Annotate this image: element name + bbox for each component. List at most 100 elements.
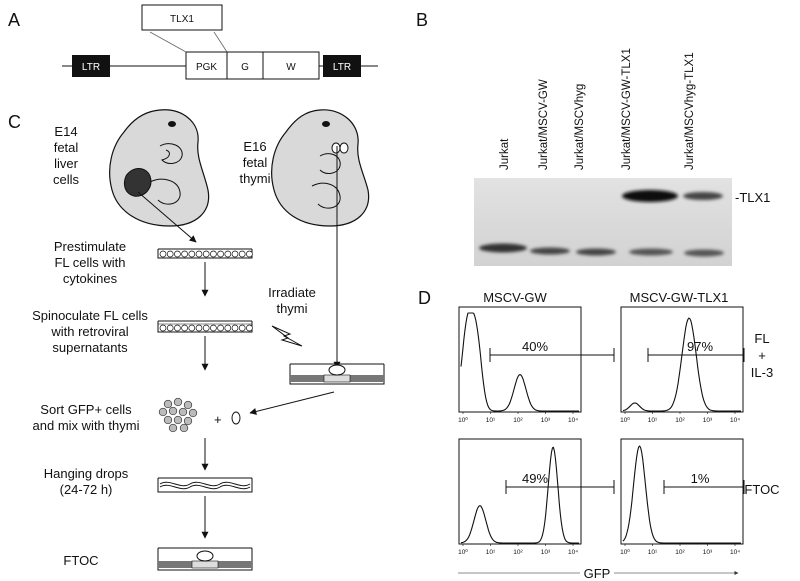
loading-band-lane5 <box>684 249 724 257</box>
lane-label: Jurkat/MSCVhyg-TLX1 <box>684 52 696 170</box>
axis-tick-label: 10⁰ <box>620 416 630 424</box>
loading-band-lane2 <box>530 247 570 255</box>
panel-d-label: D <box>418 288 431 308</box>
axis-tick-label: 10⁴ <box>568 549 578 556</box>
column-label-mscv-gw: MSCV-GW <box>483 290 547 305</box>
tlx1-insert-box: TLX1 <box>141 4 223 31</box>
plus-sign: + <box>214 412 222 427</box>
ltr-right-label: LTR <box>333 62 351 73</box>
axis-tick-label: 10⁴ <box>568 417 578 424</box>
g-label: G <box>241 62 249 73</box>
gate-percentage: 49% <box>522 471 548 486</box>
e14-label: E14 fetal liver cells <box>53 124 80 187</box>
loading-band-lane4 <box>629 248 673 256</box>
lightning-icon <box>271 325 303 347</box>
flow-histogram: 1% 10⁰ 10¹ 10² 10³ 10⁴ <box>620 438 745 556</box>
g-box: G <box>226 51 264 80</box>
w-box: W <box>262 51 320 80</box>
arrow-thymi-to-mix <box>249 391 335 415</box>
svg-text:Prestimulate: Prestimulate <box>54 239 126 254</box>
band-label-tlx1: -TLX1 <box>735 190 770 205</box>
ftoc-dish <box>157 547 253 571</box>
step4-label: Hanging drops (24-72 h) <box>44 466 129 497</box>
e14-embryo-illustration <box>109 109 210 227</box>
lane-label: Jurkat <box>499 138 511 170</box>
svg-text:with retroviral: with retroviral <box>50 324 128 339</box>
svg-text:thymi: thymi <box>276 301 307 316</box>
axis-tick-label: 10⁰ <box>458 548 468 556</box>
svg-text:(24-72 h): (24-72 h) <box>60 482 113 497</box>
tlx1-insert-label: TLX1 <box>170 14 194 25</box>
gate-percentage: 97% <box>687 339 713 354</box>
flow-histogram: 97% 10⁰ 10¹ 10² 10³ 10⁴ <box>620 306 745 424</box>
axis-tick-label: 10³ <box>703 417 713 424</box>
axis-tick-label: 10⁴ <box>730 549 740 556</box>
svg-text:FL cells with: FL cells with <box>54 255 125 270</box>
axis-tick-label: 10⁴ <box>730 417 740 424</box>
axis-tick-label: 10¹ <box>486 417 496 424</box>
svg-text:cytokines: cytokines <box>63 271 118 286</box>
panel-b-label: B <box>416 10 428 30</box>
svg-text:FL: FL <box>754 331 769 346</box>
svg-text:IL-3: IL-3 <box>751 365 773 380</box>
loading-band-lane3 <box>576 248 616 256</box>
axis-tick-label: 10² <box>513 417 523 424</box>
e16-embryo-illustration <box>271 109 370 227</box>
loading-band-lane1 <box>479 243 527 253</box>
svg-text:supernatants: supernatants <box>52 340 128 355</box>
histogram-curve <box>622 445 741 544</box>
svg-text:cells: cells <box>53 172 80 187</box>
pgk-box: PGK <box>185 51 228 80</box>
panel-a: A LTR PGK G W LTR TLX1 <box>8 4 378 80</box>
irradiate-label: Irradiate thymi <box>268 285 316 316</box>
axis-tick-label: 10³ <box>541 549 551 556</box>
flow-histogram: 40% 10⁰ 10¹ 10² 10³ 10⁴ <box>458 306 615 424</box>
axis-tick-label: 10⁰ <box>620 548 630 556</box>
ltr-left-box: LTR <box>72 55 110 77</box>
axis-tick-label: 10² <box>675 417 685 424</box>
step3-label: Sort GFP+ cells and mix with thymi <box>33 402 140 433</box>
step5-label: FTOC <box>63 553 98 568</box>
insert-guide-left <box>149 31 187 53</box>
tlx1-band-lane4 <box>622 190 678 202</box>
panel-c-label: C <box>8 112 21 132</box>
svg-text:+: + <box>758 348 766 363</box>
gfp-axis-label: GFP <box>584 566 611 581</box>
panel-b: B Jurkat Jurkat/MSCV-GW Jurkat/MSCVhyg J… <box>416 10 770 266</box>
axis-tick-label: 10² <box>675 549 685 556</box>
svg-text:fetal: fetal <box>54 140 79 155</box>
svg-text:Spinoculate FL cells: Spinoculate FL cells <box>32 308 148 323</box>
panel-c: C E14 fetal liver cells E16 fetal <box>8 109 385 571</box>
lane-labels: Jurkat Jurkat/MSCV-GW Jurkat/MSCVhyg Jur… <box>499 48 696 170</box>
irradiated-thymus-dish <box>289 363 385 385</box>
svg-text:E14: E14 <box>54 124 77 139</box>
axis-tick-label: 10¹ <box>486 549 496 556</box>
svg-text:liver: liver <box>54 156 79 171</box>
axis-tick-label: 10¹ <box>648 549 658 556</box>
svg-text:and mix with thymi: and mix with thymi <box>33 418 140 433</box>
axis-tick-label: 10² <box>513 549 523 556</box>
culture-dish-2 <box>157 320 253 333</box>
flow-histogram: 49% 10⁰ 10¹ 10² 10³ 10⁴ <box>458 438 615 556</box>
svg-text:Irradiate: Irradiate <box>268 285 316 300</box>
western-blot <box>474 178 732 266</box>
culture-dish-1 <box>157 248 253 259</box>
hanging-drop-dish <box>157 477 253 493</box>
svg-text:E16: E16 <box>243 139 266 154</box>
gate-percentage: 40% <box>522 339 548 354</box>
lane-label: Jurkat/MSCV-GW-TLX1 <box>621 48 633 170</box>
axis-tick-label: 10⁰ <box>458 416 468 424</box>
row-label-ftoc: FTOC <box>744 482 779 497</box>
step1-label: Prestimulate FL cells with cytokines <box>54 239 126 286</box>
gate-percentage: 1% <box>691 471 710 486</box>
axis-tick-label: 10³ <box>541 417 551 424</box>
row-label-fl-il3: FL + IL-3 <box>751 331 773 380</box>
lane-label: Jurkat/MSCV-GW <box>538 79 550 170</box>
ltr-left-label: LTR <box>82 62 100 73</box>
insert-guide-right <box>213 31 228 53</box>
arrow-liver-to-dish <box>137 191 197 243</box>
axis-tick-label: 10¹ <box>648 417 658 424</box>
axis-tick-label: 10³ <box>703 549 713 556</box>
